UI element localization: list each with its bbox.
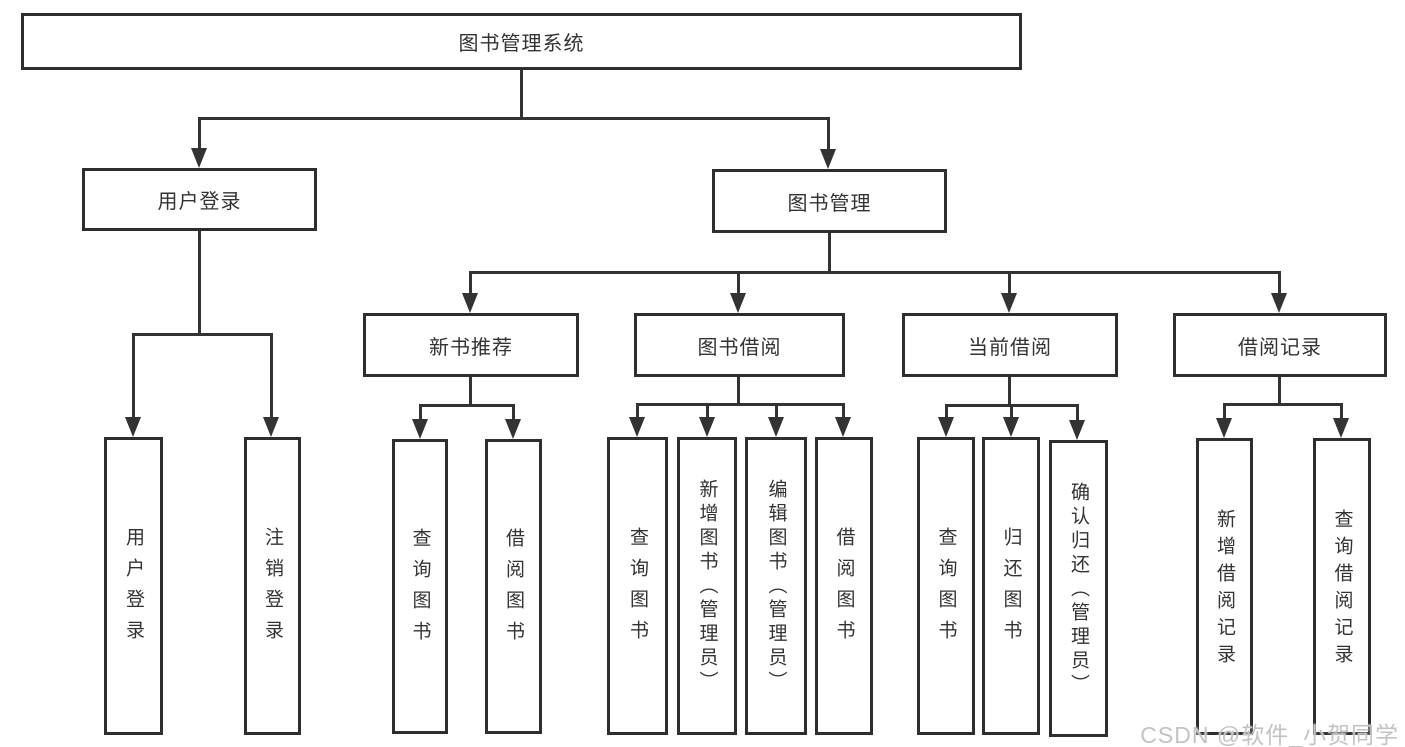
- connector-book-mgmt-trunk: [828, 233, 831, 274]
- leaf-borrowing-borrow-book: 借阅图书: [815, 437, 873, 735]
- arrow-down-icon: [191, 148, 207, 168]
- leaf-user-login: 用户登录: [104, 437, 163, 735]
- arrow-down-icon: [730, 293, 746, 313]
- node-borrowing-records: 借阅记录: [1173, 313, 1387, 377]
- connector-level2: [469, 271, 1281, 274]
- connector-drop: [1278, 271, 1281, 294]
- connector-drop: [636, 403, 639, 418]
- leaf-borrowing-query-book: 查询图书: [607, 437, 668, 735]
- connector-drop: [1223, 403, 1226, 419]
- arrow-down-icon: [505, 419, 521, 439]
- node-library-management-system: 图书管理系统: [21, 13, 1022, 70]
- connector-drop: [419, 404, 422, 420]
- connector-borrowing-trunk: [737, 377, 740, 406]
- arrow-down-icon: [1001, 293, 1017, 313]
- connector-drop: [775, 403, 778, 418]
- arrow-down-icon: [125, 417, 141, 437]
- connector-drop: [842, 403, 845, 418]
- connector-root-trunk: [520, 70, 523, 119]
- connector-user-login-children: [132, 333, 273, 336]
- node-user-login-branch: 用户登录: [82, 168, 317, 231]
- connector-drop: [1010, 404, 1013, 418]
- connector-level1-right-drop: [827, 117, 830, 150]
- node-book-borrowing: 图书借阅: [634, 313, 845, 377]
- csdn-watermark: CSDN @软件_小贺同学: [1140, 722, 1399, 747]
- connector-user-login-trunk: [198, 231, 201, 336]
- connector-drop: [1008, 271, 1011, 294]
- arrow-down-icon: [1216, 418, 1232, 438]
- connector-drop: [270, 333, 273, 419]
- leaf-borrowing-edit-book-admin: 编辑图书（管理员）: [745, 437, 807, 735]
- arrow-down-icon: [263, 417, 279, 437]
- connector-drop: [737, 271, 740, 294]
- arrow-down-icon: [1333, 418, 1349, 438]
- arrow-down-icon: [629, 417, 645, 437]
- leaf-current-return-book: 归还图书: [982, 437, 1040, 735]
- arrow-down-icon: [1069, 420, 1085, 440]
- leaf-borrowing-add-book-admin: 新增图书（管理员）: [677, 437, 737, 735]
- connector-borrowing-children: [636, 403, 844, 406]
- leaf-logout: 注销登录: [244, 437, 301, 735]
- node-current-borrowing: 当前借阅: [902, 313, 1118, 377]
- arrow-down-icon: [768, 417, 784, 437]
- connector-drop: [512, 404, 515, 420]
- connector-drop: [945, 404, 948, 418]
- connector-level1: [198, 117, 830, 120]
- connector-drop: [1340, 403, 1343, 419]
- leaf-recommend-query-book: 查询图书: [392, 439, 448, 734]
- leaf-recommend-borrow-book: 借阅图书: [485, 439, 542, 734]
- connector-drop: [706, 403, 709, 418]
- leaf-current-query-book: 查询图书: [917, 437, 975, 735]
- leaf-records-query-record: 查询借阅记录: [1313, 438, 1371, 735]
- connector-recommend-trunk: [469, 377, 472, 407]
- arrow-down-icon: [1271, 293, 1287, 313]
- arrow-down-icon: [835, 417, 851, 437]
- arrow-down-icon: [1003, 417, 1019, 437]
- connector-current-trunk: [1008, 377, 1011, 407]
- arrow-down-icon: [699, 417, 715, 437]
- connector-drop: [469, 271, 472, 294]
- leaf-records-add-record: 新增借阅记录: [1196, 438, 1253, 735]
- connector-recommend-children: [419, 404, 515, 407]
- leaf-current-confirm-return-admin: 确认归还（管理员）: [1049, 440, 1108, 737]
- arrow-down-icon: [820, 149, 836, 169]
- node-new-book-recommend: 新书推荐: [363, 313, 579, 377]
- arrow-down-icon: [462, 293, 478, 313]
- arrow-down-icon: [938, 417, 954, 437]
- node-book-management-branch: 图书管理: [712, 169, 947, 233]
- connector-records-trunk: [1278, 377, 1281, 406]
- connector-drop: [1076, 404, 1079, 421]
- connector-drop: [132, 333, 135, 419]
- arrow-down-icon: [412, 419, 428, 439]
- connector-level1-left-drop: [198, 117, 201, 149]
- connector-records-children: [1223, 403, 1343, 406]
